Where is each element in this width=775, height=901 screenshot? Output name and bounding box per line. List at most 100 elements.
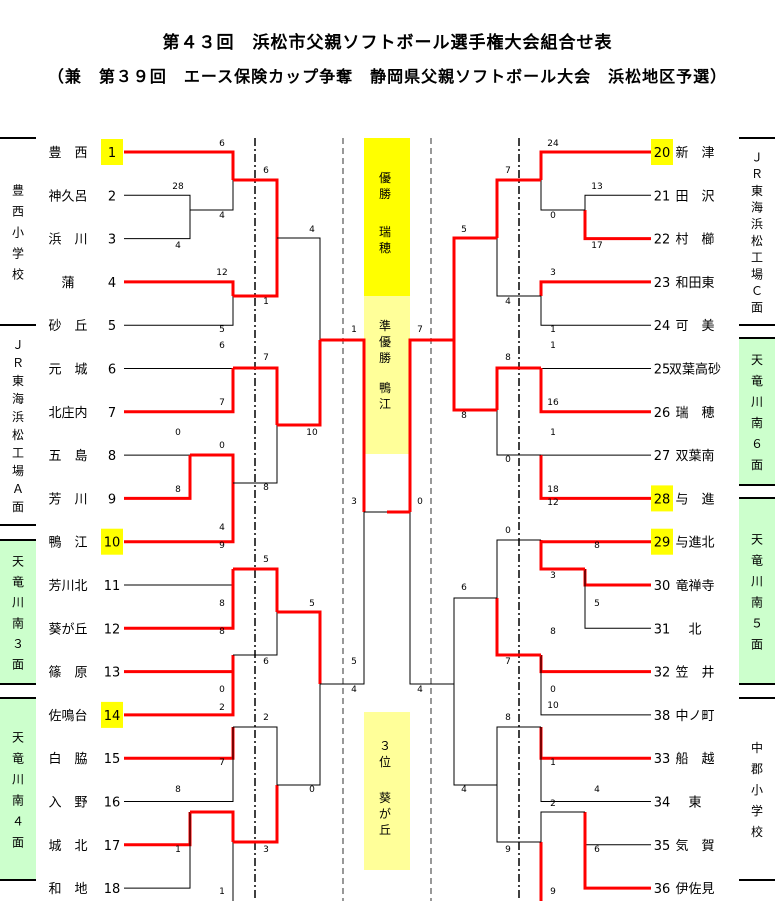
bracket-line xyxy=(124,727,234,802)
winner-line xyxy=(124,150,235,180)
score-label: 2 xyxy=(263,713,269,723)
score-label: 3 xyxy=(263,845,269,855)
winner-line xyxy=(190,810,235,842)
team-name-12: 葵が丘 xyxy=(48,622,87,637)
team-number-7: 7 xyxy=(108,406,116,421)
venue-right-4-label: 学 xyxy=(751,803,763,818)
bracket-line xyxy=(277,684,321,786)
bracket-line xyxy=(124,194,191,210)
team-name-5: 砂 丘 xyxy=(48,319,87,334)
team-number-9: 9 xyxy=(108,492,116,507)
score-label: 4 xyxy=(594,785,600,795)
runner-up-box xyxy=(364,296,410,454)
venue-left-4-bg xyxy=(0,698,36,880)
bracket-line xyxy=(409,512,454,685)
score-label: 1 xyxy=(351,325,357,335)
score-label: 2 xyxy=(219,703,225,713)
venue-right-2-label: ６ xyxy=(751,437,763,451)
venue-right-1-label: 東 xyxy=(751,184,763,198)
score-label: 8 xyxy=(219,599,225,609)
page-title: 第４３回 浜松市父親ソフトボール選手権大会組合せ表 xyxy=(162,33,613,53)
score-label: 17 xyxy=(591,241,602,251)
team-name-25: 双葉高砂 xyxy=(669,362,721,378)
venue-left-3-bg xyxy=(0,540,36,684)
score-label: 0 xyxy=(550,685,556,695)
team-name-34: 東 xyxy=(688,795,701,811)
venue-right-4-label: 中 xyxy=(751,740,763,755)
team-number-8: 8 xyxy=(108,449,116,464)
score-label: 6 xyxy=(594,845,600,855)
team-name-32: 笠 井 xyxy=(675,666,714,681)
winner-line xyxy=(495,598,541,657)
champion-team: 瑞 xyxy=(379,225,391,239)
team-number-18: 18 xyxy=(104,882,121,897)
venue-left-4-label: 南 xyxy=(12,793,24,808)
runner-up-team: 鴨 xyxy=(379,381,391,395)
team-number-15: 15 xyxy=(104,752,121,767)
venue-right-4-label: 校 xyxy=(751,824,763,839)
team-name-35: 気 賀 xyxy=(675,838,714,854)
winner-line xyxy=(124,727,235,760)
score-label: 4 xyxy=(175,241,181,251)
winner-line xyxy=(539,842,543,901)
venue-right-3-label: 天 xyxy=(751,533,763,547)
seed-highlight xyxy=(101,701,123,728)
score-label: 0 xyxy=(219,441,225,451)
venue-right-1-label: 松 xyxy=(751,234,763,248)
winner-line xyxy=(124,812,192,847)
winner-line xyxy=(233,366,279,425)
venue-right-1-label: Ｃ xyxy=(751,284,763,298)
score-label: 7 xyxy=(417,325,423,335)
winner-line xyxy=(124,368,235,414)
venue-right-3-label: 面 xyxy=(751,638,763,652)
score-label: 8 xyxy=(175,485,181,495)
venue-left-2-label: 工 xyxy=(12,446,24,460)
bracket-line xyxy=(233,425,278,484)
score-label: 9 xyxy=(550,887,556,897)
team-number-2: 2 xyxy=(108,189,116,204)
score-label: 1 xyxy=(550,341,556,351)
venue-left-3-label: 面 xyxy=(12,658,24,672)
runner-up-label: 準 xyxy=(379,318,391,333)
team-number-32: 32 xyxy=(654,666,671,681)
team-number-22: 22 xyxy=(654,233,671,248)
team-name-27: 双葉南 xyxy=(675,448,714,464)
score-label: 24 xyxy=(547,139,559,149)
venue-right-2-label: 南 xyxy=(751,415,763,430)
team-name-9: 芳 川 xyxy=(48,492,87,507)
venue-left-2-label: 松 xyxy=(12,428,24,442)
score-label: 3 xyxy=(550,571,556,581)
champion-team: 穂 xyxy=(379,241,391,255)
team-name-1: 豊 西 xyxy=(48,146,87,161)
team-name-16: 入 野 xyxy=(48,796,87,811)
bracket-line xyxy=(320,512,365,685)
venue-right-1-label: Ｒ xyxy=(751,167,763,181)
bracket-line xyxy=(540,811,585,842)
winner-line xyxy=(190,453,235,483)
score-label: 5 xyxy=(309,599,315,609)
team-name-20: 新 津 xyxy=(675,145,714,161)
bracket-line xyxy=(540,655,651,716)
venue-left-2-label: Ａ xyxy=(12,482,24,496)
venue-right-2-label: 竜 xyxy=(751,374,763,388)
score-label: 8 xyxy=(461,411,467,421)
score-label: 9 xyxy=(505,845,511,855)
winner-line xyxy=(408,338,454,512)
winner-line xyxy=(539,150,651,180)
score-label: 16 xyxy=(547,398,559,408)
score-label: 0 xyxy=(417,497,423,507)
score-label: 7 xyxy=(219,758,225,768)
third-place-label: 位 xyxy=(379,754,391,769)
score-label: 1 xyxy=(550,758,556,768)
venue-right-3-bg xyxy=(739,498,775,684)
winner-line xyxy=(233,567,279,612)
venue-right-1-label: Ｊ xyxy=(751,150,763,164)
team-number-10: 10 xyxy=(104,536,121,551)
third-place-team: 葵 xyxy=(379,791,391,805)
score-label: 7 xyxy=(263,353,269,363)
venue-right-2-label: 川 xyxy=(751,395,763,409)
winner-line xyxy=(124,483,235,544)
team-number-5: 5 xyxy=(108,319,116,334)
score-label: 6 xyxy=(219,341,225,351)
